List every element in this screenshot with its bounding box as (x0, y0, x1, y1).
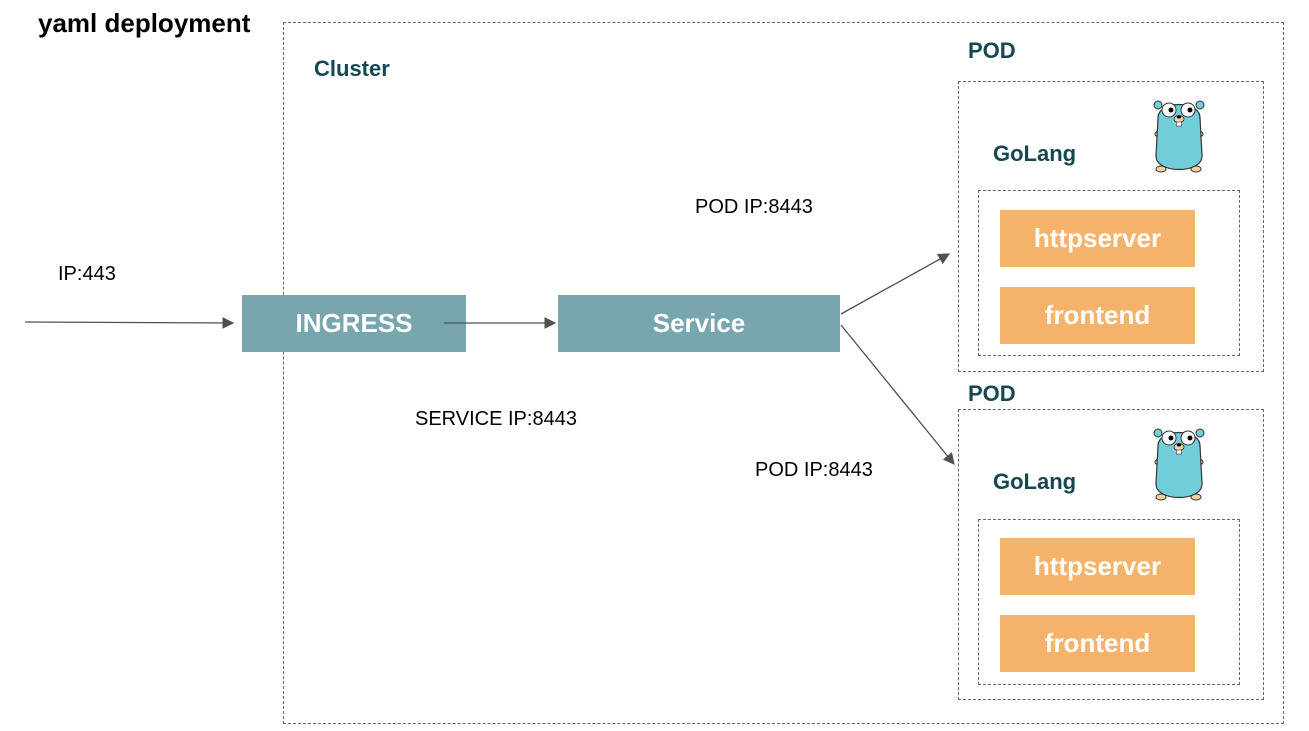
runtime-label: GoLang (993, 469, 1077, 494)
pod-label: POD (968, 38, 1016, 63)
container-httpserver: httpserver (1000, 210, 1195, 267)
pod-ip-label-top: POD IP:8443 (695, 196, 813, 218)
container-label: httpserver (1033, 223, 1162, 253)
gopher-icon (1150, 96, 1208, 174)
gopher-icon (1150, 424, 1208, 502)
container-group (978, 519, 1240, 685)
service-node: Service (558, 295, 840, 352)
ingress-node: INGRESS (242, 295, 466, 352)
container-httpserver: httpserver (1000, 538, 1195, 595)
arrow-external-to-ingress (24, 317, 235, 329)
pod-boundary (958, 409, 1264, 700)
container-label: frontend (1044, 300, 1151, 330)
container-group (978, 190, 1240, 356)
pod-boundary (958, 81, 1264, 372)
diagram-title: yaml deployment (38, 8, 251, 38)
arrow-service-to-pod-top (840, 253, 951, 315)
arrow-service-to-pod-bottom (840, 324, 955, 465)
container-label: frontend (1044, 628, 1151, 658)
pod-label: POD (968, 381, 1016, 406)
external-ip-label: IP:443 (58, 263, 116, 285)
ingress-label: INGRESS (295, 308, 413, 338)
service-label: Service (652, 308, 746, 338)
pod-ip-label-bottom: POD IP:8443 (755, 459, 873, 481)
container-frontend: frontend (1000, 287, 1195, 344)
service-ip-label: SERVICE IP:8443 (415, 408, 577, 430)
cluster-boundary (283, 22, 1284, 724)
cluster-label: Cluster (314, 56, 390, 81)
container-label: httpserver (1033, 551, 1162, 581)
container-frontend: frontend (1000, 615, 1195, 672)
runtime-label: GoLang (993, 141, 1077, 166)
